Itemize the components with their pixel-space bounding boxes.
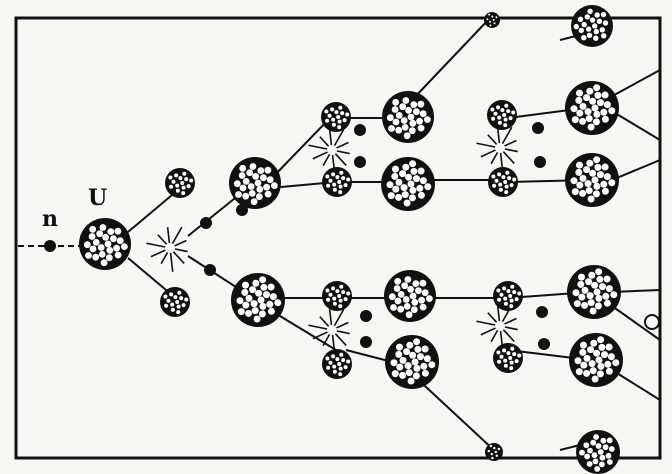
fission-fragment <box>484 12 500 28</box>
trajectory-line <box>411 373 497 453</box>
fission-fragment <box>385 335 439 389</box>
fission-fragment <box>384 270 436 322</box>
neutron <box>360 310 372 322</box>
fission-fragment <box>493 343 523 373</box>
fission-fragment <box>322 349 352 379</box>
neutron <box>200 217 212 229</box>
trajectory-line <box>127 189 179 233</box>
neutron <box>644 314 660 330</box>
trajectory-line <box>611 159 661 181</box>
neutron <box>44 240 56 252</box>
fission-fragment <box>576 430 620 474</box>
fission-fragment <box>229 157 281 209</box>
neutron <box>532 122 544 134</box>
trajectory-line <box>611 369 661 401</box>
fission-fragment <box>381 157 435 211</box>
neutron <box>536 306 548 318</box>
uranium-nucleus <box>79 218 131 270</box>
fission-burst <box>476 126 518 172</box>
trajectory-line <box>411 17 491 101</box>
trajectory-line <box>609 109 661 141</box>
neutron <box>538 338 550 350</box>
fission-fragment <box>567 265 621 319</box>
fission-fragment <box>565 153 619 207</box>
neutron <box>236 204 248 216</box>
trajectory-line <box>611 305 661 341</box>
trajectory-line <box>269 117 331 181</box>
fission-fragment <box>488 167 518 197</box>
fission-fragment <box>160 287 190 317</box>
fission-burst <box>476 304 518 350</box>
fission-burst <box>308 308 350 354</box>
fission-fragment <box>322 167 352 197</box>
uranium-label: U <box>88 185 107 211</box>
neutron <box>534 156 546 168</box>
fission-fragment <box>493 281 523 311</box>
neutron <box>360 336 372 348</box>
neutron <box>354 156 366 168</box>
fission-fragment <box>231 273 285 327</box>
fission-fragment <box>382 91 434 143</box>
fission-fragment <box>565 81 619 135</box>
fission-fragment <box>569 333 623 387</box>
fission-fragment <box>322 281 352 311</box>
fission-bursts <box>146 126 518 354</box>
particles <box>44 5 660 474</box>
fission-burst <box>308 128 350 174</box>
fission-fragment <box>485 443 503 461</box>
fission-fragment <box>571 5 613 47</box>
neutron <box>204 264 216 276</box>
fission-fragment <box>487 100 517 130</box>
neutron <box>354 124 366 136</box>
figure-frame <box>14 16 662 460</box>
fission-fragment <box>165 168 195 198</box>
trajectory-line <box>269 309 337 351</box>
fission-burst <box>146 226 188 272</box>
fission-fragment <box>321 102 351 132</box>
neutron-label: n <box>42 206 58 232</box>
